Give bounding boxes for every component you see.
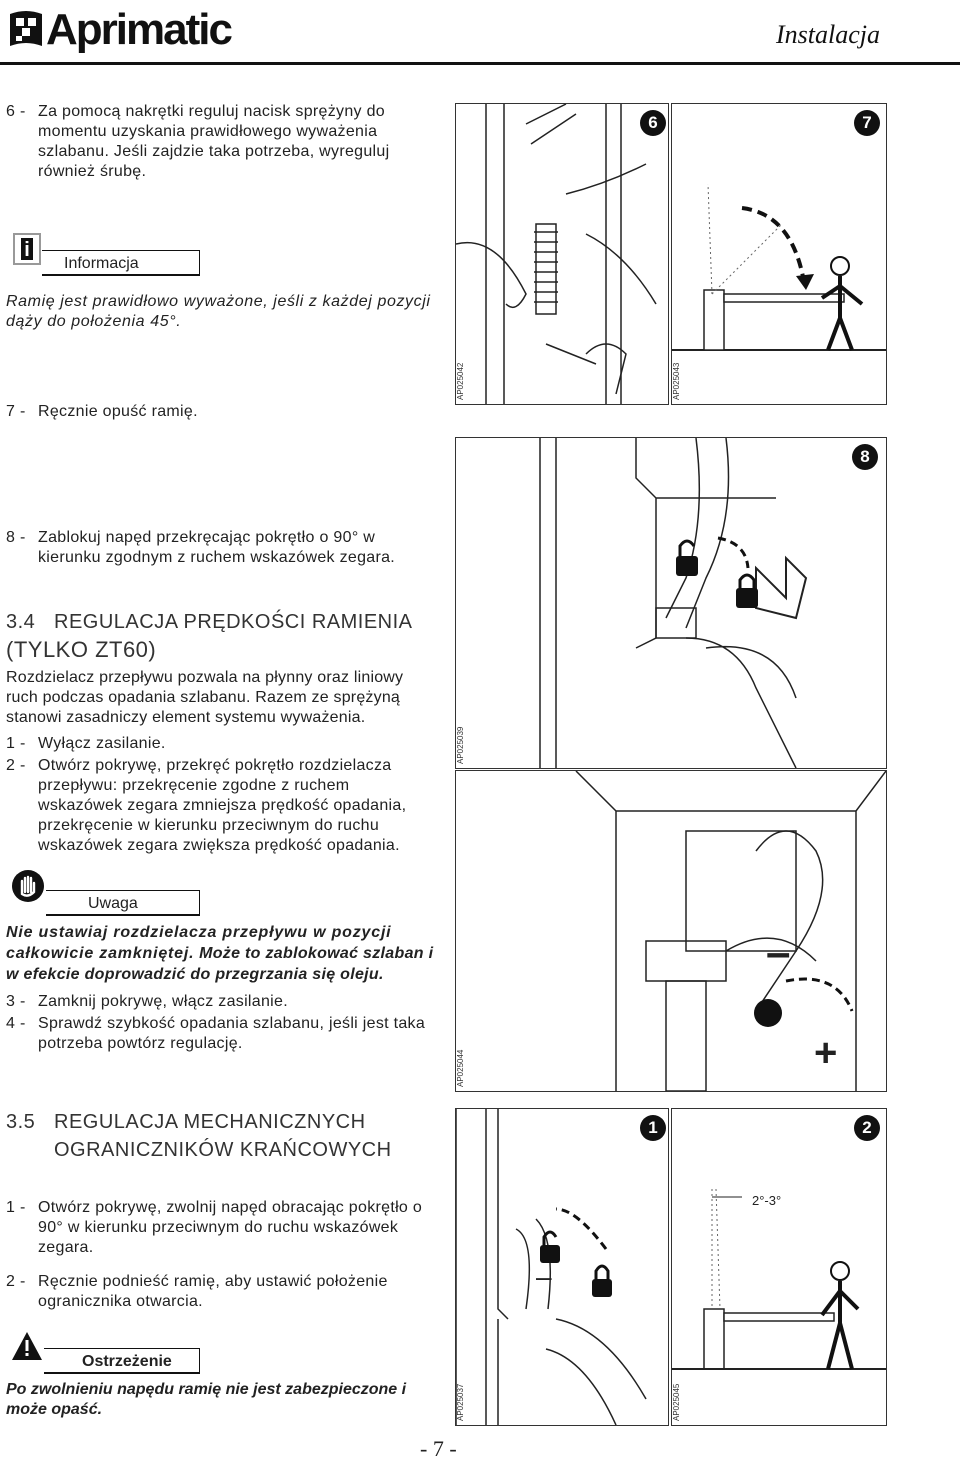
warning-text: Nie ustawiaj rozdzielacza przepływu w po… xyxy=(6,922,434,985)
figure-badge: 6 xyxy=(640,110,666,136)
speed-step-4: 4 - Sprawdź szybkość opadania szlabanu, … xyxy=(6,1014,431,1054)
info-box-header: i Informacja xyxy=(6,232,202,278)
warning-label: Uwaga xyxy=(46,890,200,916)
figure-code: AP025037 xyxy=(456,1383,465,1421)
info-label: Informacja xyxy=(42,250,200,276)
step-number: 2 - xyxy=(6,1273,26,1290)
angle-label: 2°-3° xyxy=(752,1193,782,1208)
flow-divider-illustration xyxy=(575,771,886,1091)
figure-1-release-drive: – 1 AP025037 xyxy=(455,1108,669,1426)
section-title: Instalacja xyxy=(776,20,880,49)
step-text: Ręcznie opuść ramię. xyxy=(38,403,198,420)
locked-padlock-icon xyxy=(592,1264,612,1297)
speed-step-1: 1 - Wyłącz zasilanie. xyxy=(6,734,431,754)
figure-8-lock-drive: 8 AP025039 xyxy=(455,437,887,769)
section-number: 3.5 xyxy=(6,1111,36,1133)
checkered-flag-icon xyxy=(10,11,42,46)
warning-text-bold: Może to zablokować szlaban i w efekcie d… xyxy=(6,945,434,983)
step-number: 7 - xyxy=(6,403,26,420)
figure-code: AP025045 xyxy=(672,1383,681,1421)
section-heading-3-4: 3.4 REGULACJA PRĘDKOŚCI RAMIENIA (TYLKO Z… xyxy=(6,608,413,665)
figure-badge: 8 xyxy=(852,444,878,470)
step-number: 1 - xyxy=(6,735,26,752)
step-6: 6 - Za pomocą nakrętki reguluj nacisk sp… xyxy=(6,102,431,182)
section-intro: Rozdzielacz przepływu pozwala na płynny … xyxy=(6,669,404,726)
figure-code: AP025039 xyxy=(456,726,465,764)
increase-sign: + xyxy=(814,1031,838,1075)
section-title-line2: (TYLKO ZT60) xyxy=(6,637,157,662)
unlocked-padlock-icon xyxy=(676,539,698,576)
section-title-line1: REGULACJA PRĘDKOŚCI RAMIENIA xyxy=(54,611,413,633)
svg-text:i: i xyxy=(24,239,30,261)
brand-logo: Aprimatic xyxy=(6,4,268,56)
step-text: Otwórz pokrywę, zwolnij napęd obracając … xyxy=(38,1199,423,1256)
limit-step-2: 2 - Ręcznie podnieść ramię, aby ustawić … xyxy=(6,1272,431,1312)
caution-label: Ostrzeżenie xyxy=(44,1348,200,1374)
step-text: Wyłącz zasilanie. xyxy=(38,735,166,752)
step-text: Zamknij pokrywę, włącz zasilanie. xyxy=(38,993,288,1010)
page-number: - 7 - xyxy=(420,1436,457,1461)
step-text: Otwórz pokrywę, przekręć pokrętło rozdzi… xyxy=(38,757,407,854)
step-text: Sprawdź szybkość opadania szlabanu, jeśl… xyxy=(38,1015,426,1052)
step-text: Za pomocą nakrętki reguluj nacisk spręży… xyxy=(38,103,390,180)
info-text: Ramię jest prawidłowo wyważone, jeśli z … xyxy=(6,293,431,330)
step-text: Zablokuj napęd przekręcając pokrętło o 9… xyxy=(38,529,396,566)
section-title-line2: OGRANICZNIKÓW KRAŃCOWYCH xyxy=(54,1139,392,1161)
lower-arm-illustration xyxy=(672,183,886,351)
decrease-sign: – xyxy=(766,928,791,977)
step-8: 8 - Zablokuj napęd przekręcając pokrętło… xyxy=(6,528,431,568)
step-number: 4 - xyxy=(6,1015,26,1032)
section-title-line1: REGULACJA MECHANICZNYCH xyxy=(54,1111,366,1133)
section-number: 3.4 xyxy=(6,611,36,633)
step-7: 7 - Ręcznie opuść ramię. xyxy=(6,402,431,422)
warning-text-italic: Nie ustawiaj rozdzielacza przepływu w po… xyxy=(6,924,392,962)
minus-sign: – xyxy=(536,1261,552,1292)
header-divider xyxy=(0,62,960,65)
caution-box-header: Ostrzeżenie xyxy=(6,1330,202,1374)
locked-padlock-icon xyxy=(736,573,758,608)
speed-step-3: 3 - Zamknij pokrywę, włącz zasilanie. xyxy=(6,992,431,1012)
figure-badge: 2 xyxy=(854,1115,880,1141)
hand-stop-icon xyxy=(12,870,44,902)
step-number: 1 - xyxy=(6,1199,26,1216)
raise-arm-illustration xyxy=(672,1188,886,1370)
figure-2-raise-arm: 2°-3° 2 AP025045 xyxy=(671,1108,887,1426)
step-number: 8 - xyxy=(6,529,26,546)
warning-box-header: Uwaga xyxy=(6,868,202,918)
figure-badge: 7 xyxy=(854,110,880,136)
spring-adjust-illustration xyxy=(456,104,657,404)
figure-code: AP025044 xyxy=(456,1049,465,1087)
speed-step-2: 2 - Otwórz pokrywę, przekręć pokrętło ro… xyxy=(6,756,431,856)
warning-triangle-icon xyxy=(12,1332,42,1360)
step-number: 2 - xyxy=(6,757,26,774)
info-icon: i xyxy=(13,233,41,265)
brand-name: Aprimatic xyxy=(46,5,233,54)
unlocked-padlock-icon xyxy=(540,1230,560,1263)
figure-code: AP025042 xyxy=(456,362,465,400)
figure-badge: 1 xyxy=(640,1115,666,1141)
step-text: Ręcznie podnieść ramię, aby ustawić poło… xyxy=(38,1273,388,1310)
caution-text: Po zwolnieniu napędu ramię nie jest zabe… xyxy=(6,1381,407,1418)
step-number: 6 - xyxy=(6,103,26,120)
figure-speed-adjust: – + AP025044 xyxy=(455,770,887,1092)
limit-step-1: 1 - Otwórz pokrywę, zwolnij napęd obraca… xyxy=(6,1198,431,1258)
lock-drive-illustration xyxy=(539,438,808,768)
step-number: 3 - xyxy=(6,993,26,1010)
figure-6-spring-adjust: 6 AP025042 xyxy=(455,103,669,405)
section-heading-3-5: 3.5 REGULACJA MECHANICZNYCH OGRANICZNIKÓW… xyxy=(6,1108,392,1164)
figure-7-lower-arm: 7 AP025043 xyxy=(671,103,887,405)
release-drive-illustration xyxy=(456,1109,647,1425)
figure-code: AP025043 xyxy=(672,362,681,400)
